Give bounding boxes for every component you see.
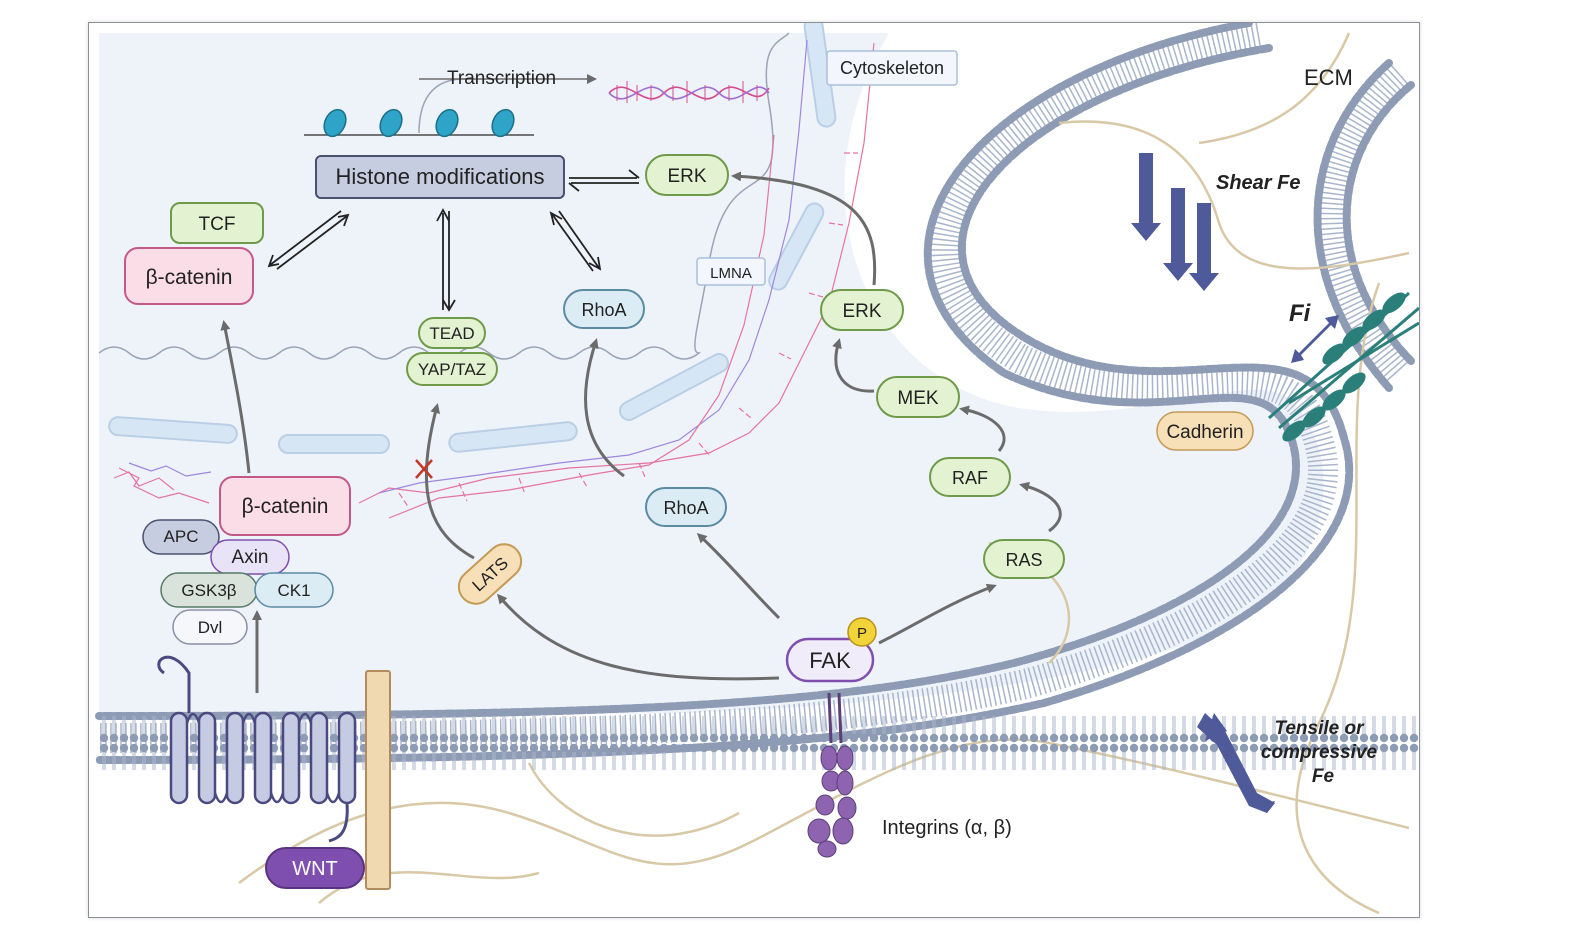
svg-text:Axin: Axin — [232, 547, 269, 568]
histone-node: Histone modifications — [315, 155, 565, 199]
rhoa-cyto-node: RhoA — [645, 487, 727, 527]
dvl-node: Dvl — [172, 609, 248, 645]
yap-taz-node: YAP/TAZ — [406, 352, 498, 386]
erk-cyto-node: ERK — [820, 289, 904, 331]
erk-nuclear-node: ERK — [645, 154, 729, 196]
svg-text:β-catenin: β-catenin — [146, 266, 233, 289]
chromatin — [304, 78, 534, 138]
nuclear-lamina — [108, 23, 837, 454]
mrna-helix — [608, 81, 770, 103]
figure-frame: Transcription Cytoskeleton LMNA ECM Shea… — [88, 22, 1420, 918]
svg-text:P: P — [857, 625, 867, 642]
red-inhibition-mark — [415, 459, 433, 479]
svg-text:TEAD: TEAD — [429, 324, 474, 343]
svg-text:MEK: MEK — [897, 388, 939, 409]
svg-text:RAF: RAF — [952, 468, 988, 488]
svg-text:CK1: CK1 — [277, 581, 310, 600]
signal-arrows — [220, 171, 1062, 693]
beta-catenin-cyto-node: β-catenin — [219, 476, 351, 536]
wnt-node: WNT — [265, 847, 365, 889]
svg-text:RhoA: RhoA — [581, 300, 626, 320]
frizzled-receptor — [157, 655, 357, 843]
phospho-badge: P — [847, 617, 877, 647]
ras-node: RAS — [983, 539, 1065, 579]
svg-text:WNT: WNT — [292, 858, 338, 880]
equilibrium-arrows — [267, 169, 640, 312]
tensile-label-3: Fe — [1312, 766, 1335, 787]
cadherin-node: Cadherin — [1156, 411, 1254, 451]
axin-node: Axin — [210, 539, 290, 575]
integrins-label: Integrins (α, β) — [882, 817, 1012, 839]
fak-node: FAK — [785, 637, 875, 683]
svg-text:ERK: ERK — [667, 166, 706, 187]
transcription-label: Transcription — [447, 68, 556, 89]
svg-text:APC: APC — [164, 527, 199, 546]
cytoskeleton-tag — [826, 50, 958, 86]
svg-text:RAS: RAS — [1005, 550, 1042, 570]
svg-text:ERK: ERK — [842, 301, 881, 322]
tcf-node: TCF — [170, 202, 264, 244]
svg-text:β-catenin: β-catenin — [242, 495, 329, 518]
tead-node: TEAD — [418, 317, 486, 349]
integrins — [807, 692, 857, 858]
svg-text:Dvl: Dvl — [198, 618, 223, 637]
svg-text:TCF: TCF — [199, 214, 236, 235]
svg-text:FAK: FAK — [809, 648, 851, 673]
mechanotransduction-diagram: Transcription Cytoskeleton LMNA ECM Shea… — [95, 23, 1419, 915]
ecm-label: ECM — [1304, 65, 1353, 90]
cadherin-junction — [1268, 291, 1419, 442]
gsk3b-node: GSK3β — [160, 572, 258, 608]
svg-text:Cadherin: Cadherin — [1166, 422, 1243, 443]
apc-node: APC — [142, 519, 220, 555]
cytoskeleton-label: Cytoskeleton — [840, 58, 944, 78]
beta-catenin-nuclear-node: β-catenin — [124, 247, 254, 305]
fi-label: Fi — [1289, 300, 1312, 327]
svg-text:Histone modifications: Histone modifications — [335, 164, 544, 189]
ck1-node: CK1 — [254, 572, 334, 608]
svg-text:GSK3β: GSK3β — [181, 581, 236, 600]
lrp-coreceptor — [365, 670, 391, 890]
tensile-label-2: compressive — [1261, 742, 1378, 763]
mek-node: MEK — [876, 376, 960, 418]
force-arrows — [1131, 153, 1339, 813]
raf-node: RAF — [929, 457, 1011, 497]
lmna-tag — [696, 257, 766, 286]
rhoa-nuclear-node: RhoA — [563, 289, 645, 329]
shear-label: Shear Fe — [1216, 172, 1300, 194]
lmna-label: LMNA — [710, 265, 752, 282]
svg-text:YAP/TAZ: YAP/TAZ — [418, 360, 486, 379]
tensile-label-1: Tensile or — [1274, 718, 1365, 739]
svg-text:RhoA: RhoA — [663, 498, 708, 518]
